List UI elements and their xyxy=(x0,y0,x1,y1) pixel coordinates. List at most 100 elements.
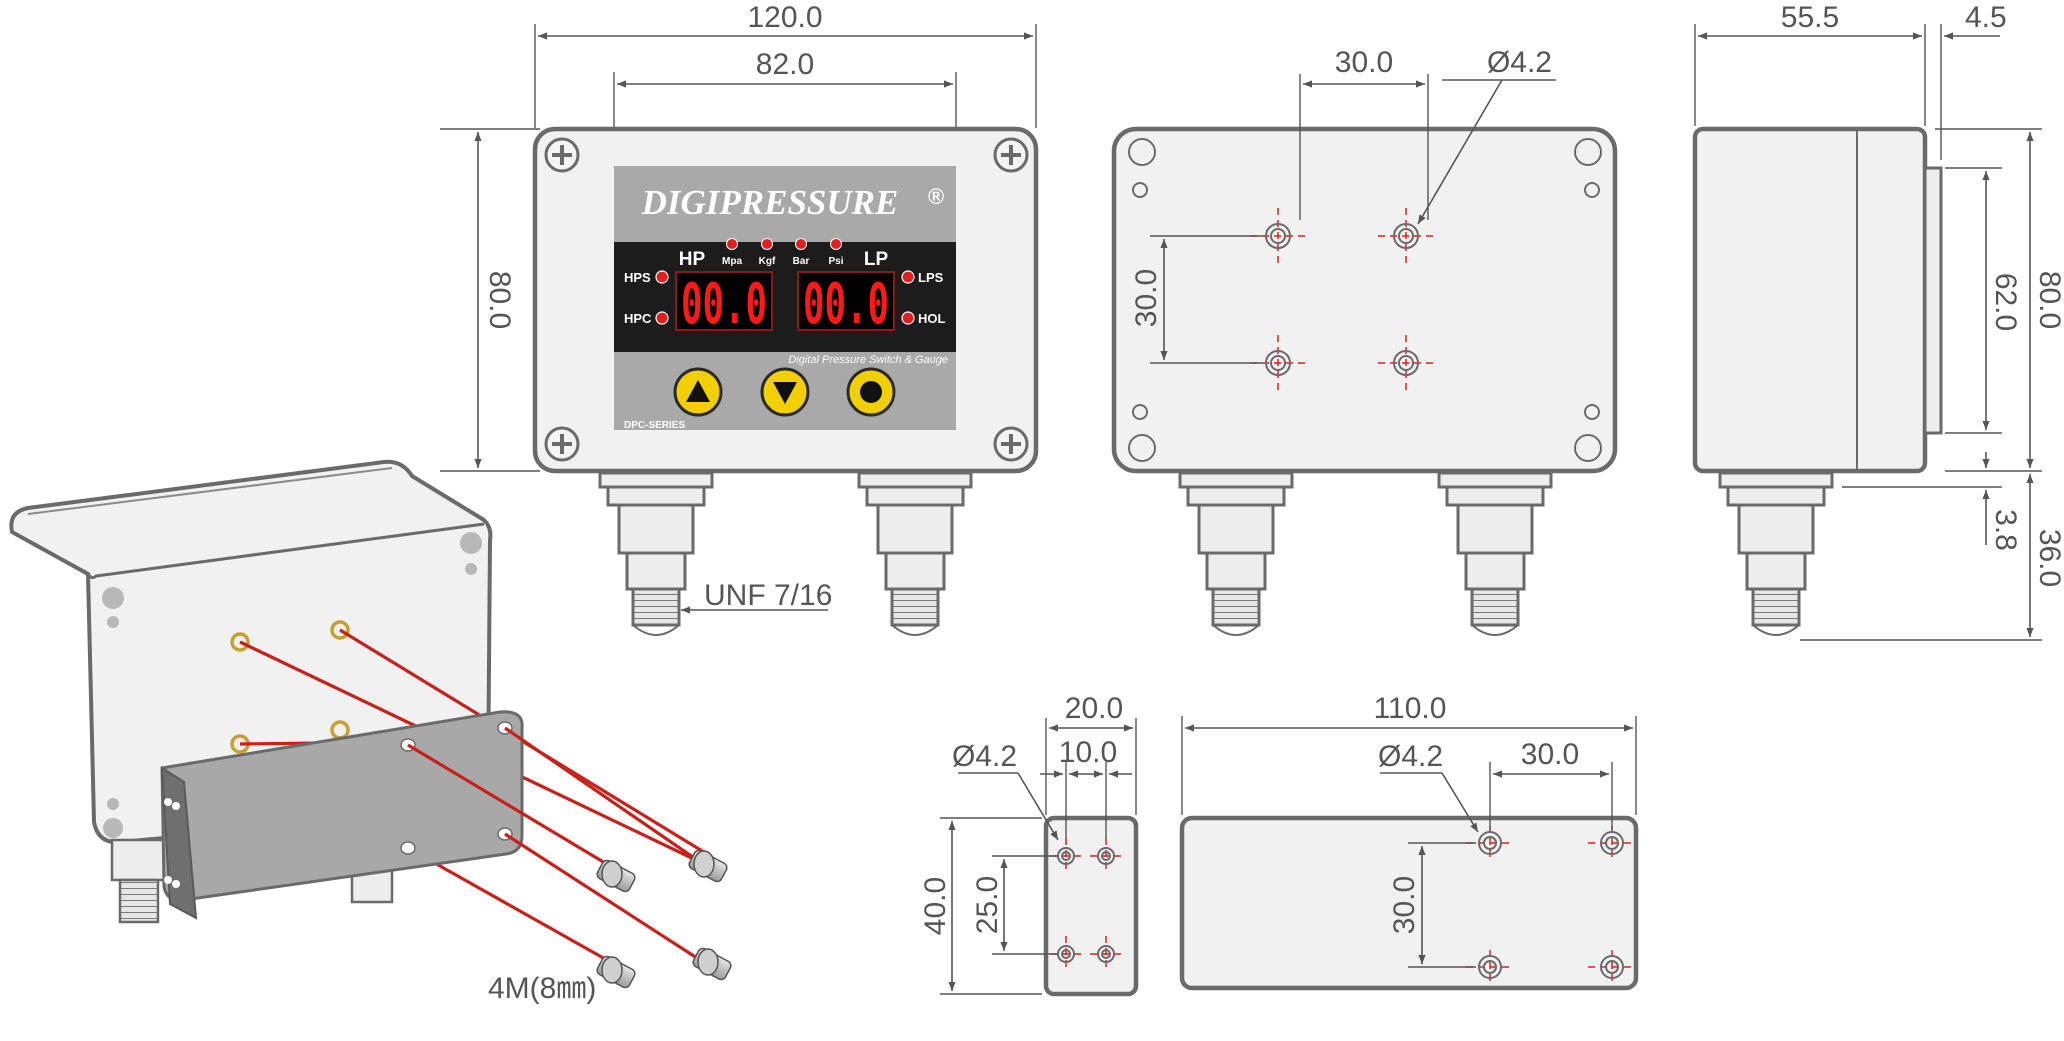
hp-display xyxy=(675,271,773,331)
dim-side-offset: 3.8 xyxy=(1842,452,2022,551)
dim-back-hole-pitch-h: 30.0 xyxy=(1299,46,1429,220)
dim-side-height-label: 80.0 xyxy=(2033,271,2064,329)
dim-bracket-front-hole-pitch: 30.0 xyxy=(1489,738,1613,830)
corner-screw-icon xyxy=(993,137,1029,173)
assembly-view: 4M(8㎜) xyxy=(9,459,732,1005)
dim-side-offset-label: 3.8 xyxy=(1989,509,2022,551)
dim-bracket-front-hole-dia-label: Ø4.2 xyxy=(1378,740,1443,773)
up-arrow-button[interactable] xyxy=(673,367,723,417)
bracket-side-view: 20.0 10.0 Ø4.2 40.0 25.0 xyxy=(919,692,1139,997)
thread-callout-label: UNF 7/16 xyxy=(704,579,832,612)
dim-height-front-label: 80.0 xyxy=(483,271,516,329)
pressure-fitting-side xyxy=(1718,471,1834,636)
indicator-led-icon xyxy=(655,270,669,284)
side-lip xyxy=(1923,166,1943,435)
dim-side-depth-label: 55.5 xyxy=(1781,1,1839,34)
dim-side-inner-height: 62.0 xyxy=(1945,167,2022,434)
mounting-hole-icon xyxy=(1250,335,1306,392)
unit-led-icon xyxy=(761,238,773,250)
indicator-label-hol: HOL xyxy=(918,311,946,326)
bracket-hole-icon xyxy=(1090,838,1122,874)
back-housing xyxy=(1111,126,1618,474)
screw-icon xyxy=(596,859,636,893)
screw-icon xyxy=(688,849,728,883)
dim-side-depth: 55.5 xyxy=(1694,1,1926,126)
bracket-hole-icon xyxy=(1466,826,1514,860)
dim-overall-width: 120.0 xyxy=(534,1,1037,128)
corner-screw-icon xyxy=(993,426,1029,462)
bracket-hole-icon xyxy=(1588,950,1636,984)
dim-bracket-hole-dia: Ø4.2 xyxy=(952,740,1059,841)
bracket-hole-icon xyxy=(1090,936,1122,972)
dim-bracket-front-hole-pitch-label: 30.0 xyxy=(1521,738,1579,771)
dim-bracket-hole-pitch: 10.0 xyxy=(1040,736,1132,838)
screw-icon xyxy=(692,947,732,981)
dim-bracket-hole-pitch-label: 10.0 xyxy=(1059,736,1117,769)
dim-bracket-width: 20.0 xyxy=(1045,692,1137,815)
unit-label-bar: Bar xyxy=(793,256,810,267)
bracket-hole-icon xyxy=(1588,826,1636,860)
dim-bracket-hole-pitch-v: 25.0 xyxy=(971,855,1058,955)
lp-display xyxy=(797,271,895,331)
brand-name: DIGIPRESSURE xyxy=(641,183,899,222)
down-arrow-button[interactable] xyxy=(760,367,810,417)
display-lp-label: LP xyxy=(864,249,889,270)
lp-display-value: 00.0 xyxy=(803,272,889,337)
series-label: DPC-SERIES xyxy=(624,420,685,431)
display-hp-label: HP xyxy=(679,249,706,270)
pressure-fitting-back-left xyxy=(1178,471,1294,636)
dim-side-fitting-label: 36.0 xyxy=(2033,529,2064,587)
display-band xyxy=(614,242,956,352)
corner-screw-icon xyxy=(544,426,580,462)
dim-back-hole-dia-label: Ø4.2 xyxy=(1487,46,1552,79)
gold-hole-icon xyxy=(230,632,250,652)
unit-label-psi: Psi xyxy=(828,256,843,267)
dim-side-inner-height-label: 62.0 xyxy=(1989,273,2022,331)
indicator-label-lps: LPS xyxy=(918,270,944,285)
dim-height-front: 80.0 xyxy=(440,128,540,472)
brand-mark: ® xyxy=(928,184,944,209)
dim-back-hole-pitch-h-label: 30.0 xyxy=(1335,46,1393,79)
back-view: 30.0 Ø4.2 30.0 xyxy=(1111,46,1618,636)
bracket-front-plate xyxy=(1179,815,1639,991)
dim-bracket-height: 40.0 xyxy=(919,817,1042,995)
dim-side-fitting: 36.0 xyxy=(1800,474,2064,641)
panel-subtitle: Digital Pressure Switch & Gauge xyxy=(788,354,948,366)
dim-back-hole-pitch-v-label: 30.0 xyxy=(1130,269,1163,327)
mounting-hole-icon xyxy=(1378,335,1434,392)
indicator-led-icon xyxy=(655,311,669,325)
down-arrow-icon xyxy=(773,382,797,404)
side-housing xyxy=(1692,126,1928,474)
mounting-hole-icon xyxy=(1250,208,1306,265)
dim-panel-width: 82.0 xyxy=(613,48,957,158)
dim-bracket-hole-dia-label: Ø4.2 xyxy=(952,740,1017,773)
side-view: 55.5 4.5 62.0 80.0 3.8 xyxy=(1692,1,2064,641)
pressure-fitting-right xyxy=(857,471,973,636)
unit-led-icon xyxy=(795,238,807,250)
hp-display-value: 00.0 xyxy=(681,272,767,337)
thread-callout: UNF 7/16 xyxy=(681,579,832,614)
dim-overall-width-label: 120.0 xyxy=(747,1,822,34)
corner-screw-icon xyxy=(544,137,580,173)
gold-hole-icon xyxy=(330,620,350,640)
bracket-side-plate xyxy=(1043,815,1139,997)
set-button[interactable] xyxy=(846,367,896,417)
screw-label: 4M(8㎜) xyxy=(488,972,596,1005)
dim-side-lip: 4.5 xyxy=(1940,1,2007,160)
dim-bracket-front-hole-pitch-v: 30.0 xyxy=(1388,842,1476,968)
screw-icon xyxy=(596,955,636,989)
dim-bracket-width-label: 20.0 xyxy=(1065,692,1123,725)
indicator-label-hpc: HPC xyxy=(624,311,652,326)
pressure-fitting-left xyxy=(598,471,714,636)
bracket-hole-icon xyxy=(1466,950,1514,984)
dim-bracket-front-hole-dia: Ø4.2 xyxy=(1378,740,1479,833)
dim-bracket-length: 110.0 xyxy=(1181,692,1637,815)
dim-bracket-height-label: 40.0 xyxy=(919,877,952,935)
mounting-hole-icon xyxy=(1378,208,1434,265)
pressure-fitting-back-right xyxy=(1437,471,1553,636)
unit-label-kgf: Kgf xyxy=(759,256,776,267)
bracket-front-view: 110.0 30.0 Ø4.2 30.0 xyxy=(1179,692,1639,991)
dim-bracket-front-hole-pitch-v-label: 30.0 xyxy=(1388,876,1421,934)
indicator-label-hps: HPS xyxy=(624,270,651,285)
